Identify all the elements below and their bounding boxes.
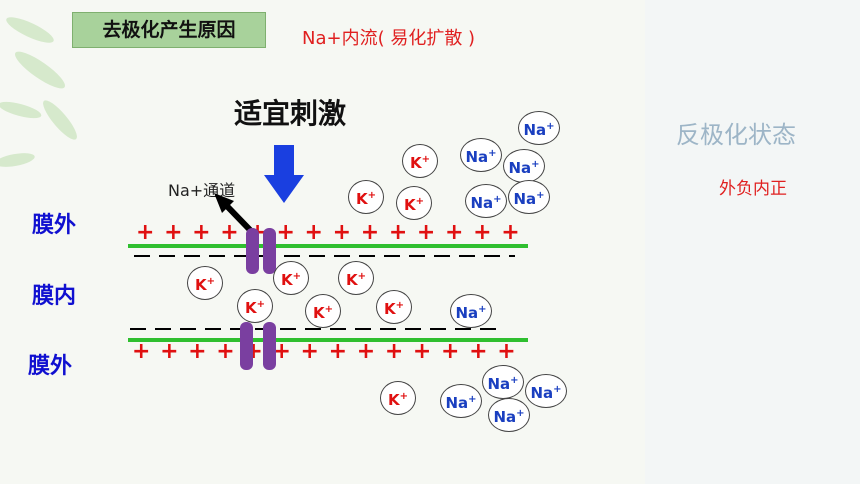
outside-label-bottom: 膜外	[28, 354, 73, 379]
sodium-ion: Na+	[503, 149, 545, 183]
sodium-ion: Na+	[508, 180, 550, 214]
potassium-ion: K+	[396, 186, 432, 220]
inside-label: 膜内	[32, 284, 77, 309]
sodium-ion: Na+	[450, 294, 492, 328]
outside-label-top: 膜外	[32, 213, 77, 238]
sodium-ion: Na+	[518, 111, 560, 145]
positive-charges-top: + + + + + + + + + + + + + +	[136, 220, 521, 245]
na-channel-bottom	[240, 322, 276, 370]
na-inflow-note: Na+内流( 易化扩散 )	[302, 28, 476, 49]
page-title: 去极化产生原因	[72, 12, 266, 48]
repolarization-label: 反极化状态	[676, 121, 796, 149]
sodium-ion: Na+	[440, 384, 482, 418]
polarity-label: 外负内正	[719, 179, 787, 199]
sodium-ion: Na+	[488, 398, 530, 432]
potassium-ion: K+	[187, 266, 223, 300]
potassium-ion: K+	[376, 290, 412, 324]
potassium-ion: K+	[237, 289, 273, 323]
potassium-ion: K+	[348, 180, 384, 214]
stimulus-arrow	[264, 145, 304, 203]
sodium-ion: Na+	[525, 374, 567, 408]
sodium-ion: Na+	[482, 365, 524, 399]
potassium-ion: K+	[402, 144, 438, 178]
potassium-ion: K+	[305, 294, 341, 328]
potassium-ion: K+	[273, 261, 309, 295]
sodium-ion: Na+	[460, 138, 502, 172]
potassium-ion: K+	[338, 261, 374, 295]
leaf-decoration	[0, 17, 77, 167]
channel-arrow	[214, 193, 255, 235]
positive-charges-bottom: + + + + + + + + + + + + + +	[132, 339, 517, 364]
background-panel	[645, 0, 860, 484]
na-channel-top	[246, 228, 276, 274]
stimulus-label: 适宜刺激	[234, 97, 347, 130]
sodium-ion: Na+	[465, 184, 507, 218]
potassium-ion: K+	[380, 381, 416, 415]
